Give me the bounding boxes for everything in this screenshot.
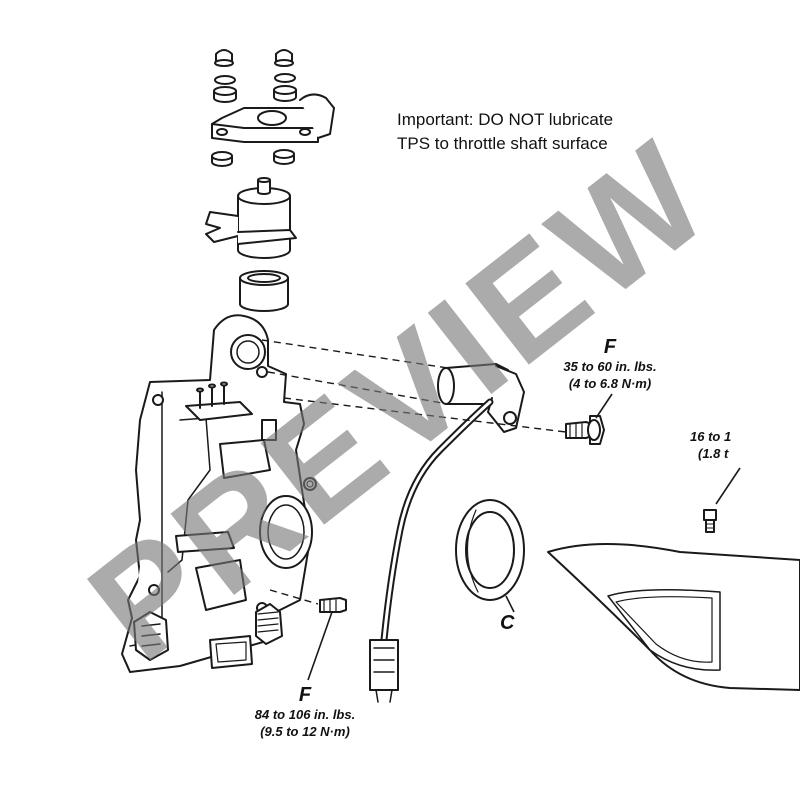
callout-f-bottom-spec-2: (9.5 to 12 N·m) (260, 724, 350, 739)
sensor-washers (211, 149, 295, 167)
sensor-screw (565, 415, 605, 445)
small-screw (703, 509, 717, 533)
bottom-screw (319, 597, 347, 613)
callout-f-top: F 35 to 60 in. lbs. (4 to 6.8 N·m) (550, 336, 670, 392)
seal-ring (455, 499, 525, 601)
callout-f-top-letter: F (603, 336, 617, 358)
callout-f-bottom-letter: F (298, 684, 312, 706)
callout-f-bottom-spec-1: 84 to 106 in. lbs. (254, 707, 356, 722)
throttle-body (121, 314, 317, 673)
callout-f-right-spec-1: 16 to 1 (690, 429, 732, 444)
throttle-position-sensor (211, 93, 335, 143)
alignment-lines (261, 339, 567, 605)
callout-f-top-spec-1: 35 to 60 in. lbs. (563, 359, 657, 374)
lubrication-note: Important: DO NOT lubricate TPS to throt… (397, 108, 613, 156)
air-box-cover (547, 543, 800, 691)
top-screws (213, 49, 297, 103)
note-line-1: Important: DO NOT lubricate (397, 110, 614, 129)
leader-lines (307, 393, 741, 681)
callout-f-right: 16 to 1 (1.8 t (690, 428, 798, 462)
sensor-rotor (205, 177, 297, 259)
note-line-2: TPS to throttle shaft surface (397, 134, 608, 153)
shaft-bushing (239, 270, 289, 312)
speed-sensor (369, 363, 525, 703)
callout-f-top-spec-2: (4 to 6.8 N·m) (568, 376, 652, 391)
callout-c-letter: C (500, 612, 515, 634)
callout-f-right-spec-2: (1.8 t (698, 446, 729, 461)
callout-f-bottom: F 84 to 106 in. lbs. (9.5 to 12 N·m) (240, 684, 370, 740)
